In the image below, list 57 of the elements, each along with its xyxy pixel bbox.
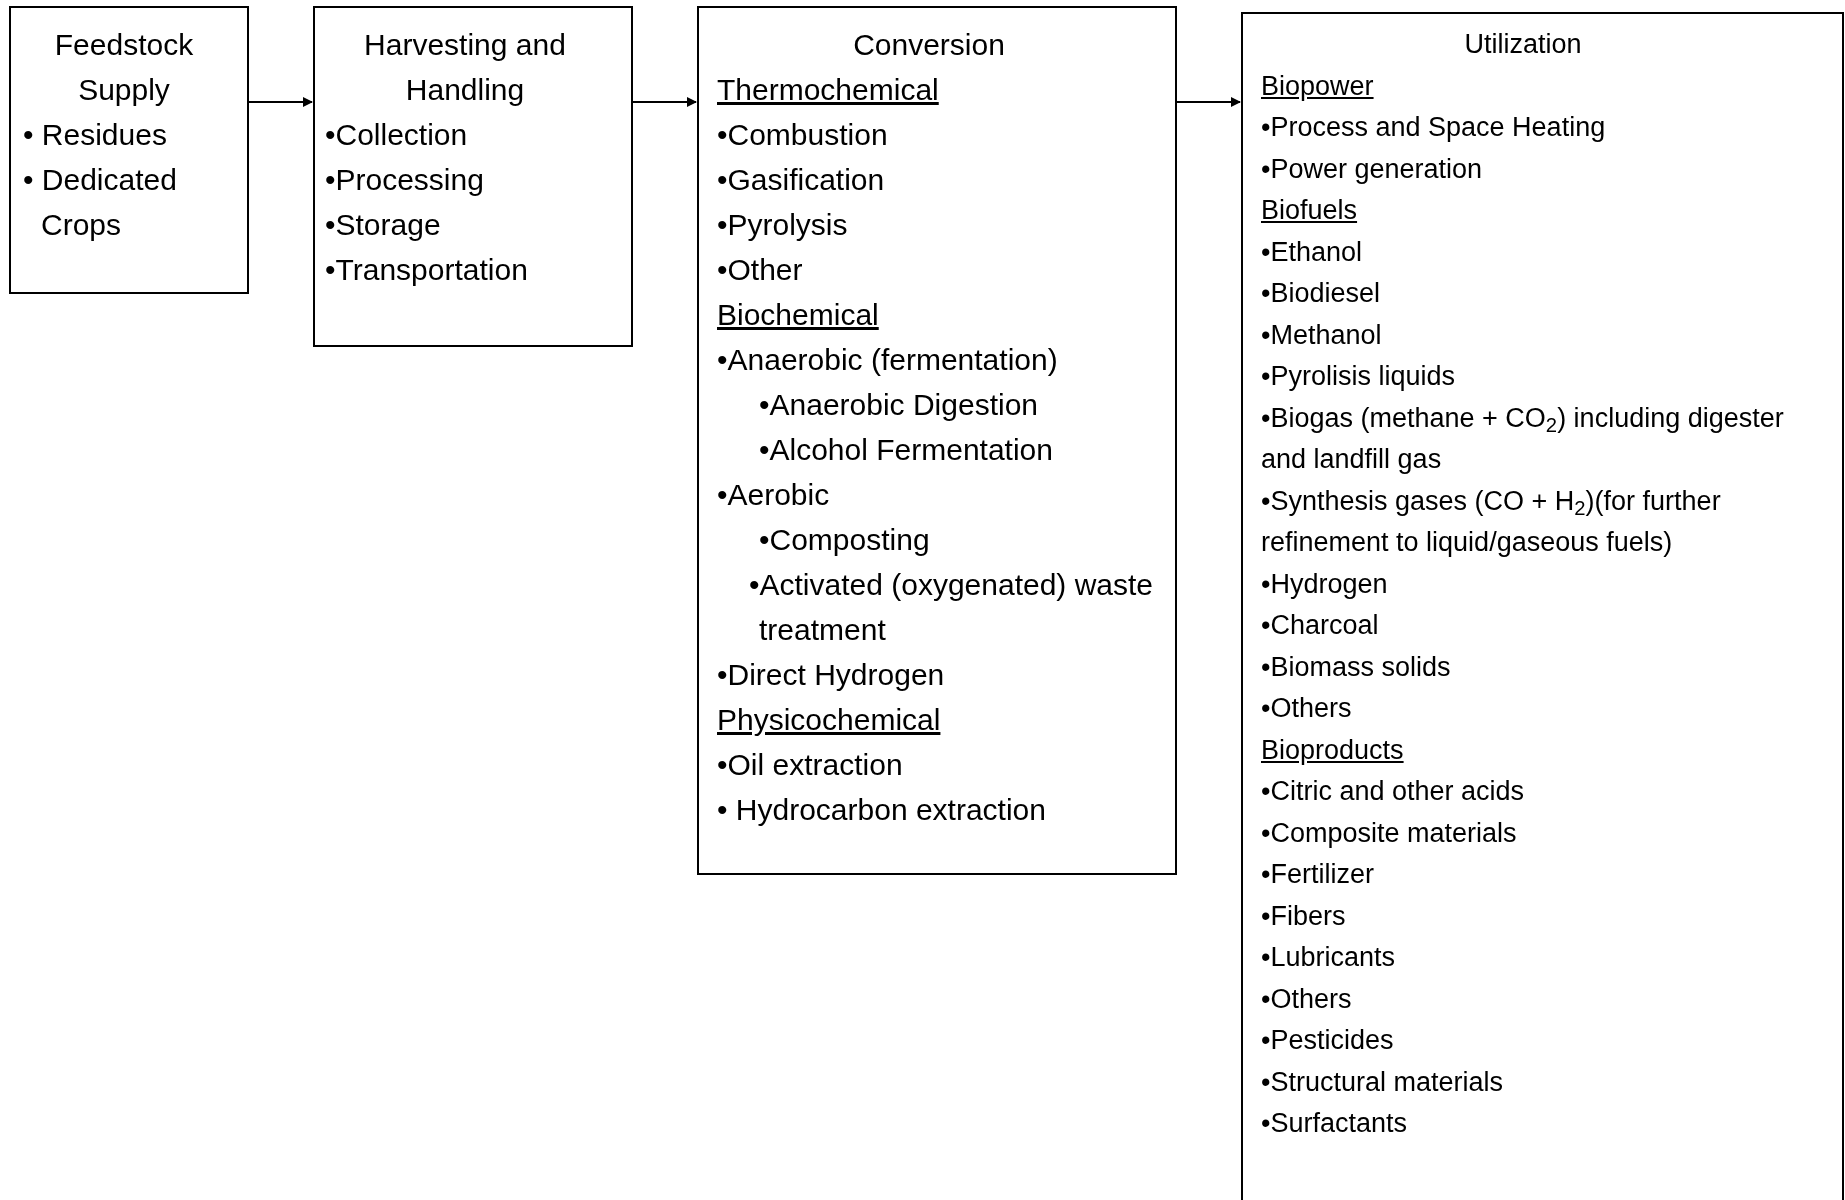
list-item: •Biodiesel xyxy=(1260,277,1382,310)
list-item: •Fibers xyxy=(1260,899,1347,933)
category-heading: Biochemical xyxy=(716,297,880,333)
process-box xyxy=(313,6,633,347)
list-item: •Lubricants xyxy=(1260,941,1397,974)
list-item: •Hydrogen xyxy=(1260,567,1389,601)
arrow xyxy=(1176,97,1241,107)
category-heading: Bioproducts xyxy=(1260,733,1405,767)
category-heading: Biopower xyxy=(1260,69,1375,103)
list-item: •Oil extraction xyxy=(716,747,904,783)
list-item: •Processing xyxy=(324,162,485,198)
box-title: Feedstock Supply xyxy=(53,27,195,108)
box-title: Utilization xyxy=(1463,28,1583,61)
list-item: •Pyrolysis xyxy=(716,207,849,243)
list-item: •Pyrolisis liquids xyxy=(1260,360,1456,393)
list-item: •Surfactants xyxy=(1260,1107,1409,1140)
list-item: •Direct Hydrogen xyxy=(716,657,946,693)
process-box xyxy=(697,6,1177,875)
list-item: •Anaerobic (fermentation) xyxy=(716,342,1059,378)
list-item: •Alcohol Fermentation xyxy=(758,432,1054,468)
process-box xyxy=(1241,12,1844,1200)
list-item: •Charcoal xyxy=(1260,609,1380,642)
box-title: Conversion xyxy=(852,27,1006,63)
list-item: •Biogas (methane + CO$_{2}$) including digester and landfill gas xyxy=(1260,401,1785,476)
list-item: •Composting xyxy=(758,522,931,558)
list-item: •Biomass solids xyxy=(1260,650,1452,684)
list-item: • Residues xyxy=(22,117,168,153)
list-item: •Synthesis gases (CO + H$_{2}$)(for further refinement to liquid/gaseous fuels) xyxy=(1260,484,1722,559)
box-title: Harvesting and Handling xyxy=(363,27,567,108)
list-item: •Anaerobic Digestion xyxy=(758,387,1039,423)
list-item: •Pesticides xyxy=(1260,1024,1395,1057)
list-item: •Gasification xyxy=(716,162,886,198)
category-heading: Thermochemical xyxy=(716,72,940,108)
category-heading: Physicochemical xyxy=(716,702,942,738)
list-item: •Storage xyxy=(324,207,442,243)
arrow xyxy=(248,97,313,107)
list-item: •Activated (oxygenated) waste treatment xyxy=(748,567,1155,648)
list-item: •Citric and other acids xyxy=(1260,775,1526,808)
list-item: •Composite materials xyxy=(1260,816,1518,850)
list-item: •Fertilizer xyxy=(1260,858,1375,891)
list-item: •Others xyxy=(1260,692,1353,725)
list-item: •Methanol xyxy=(1260,318,1383,352)
list-item: •Transportation xyxy=(324,252,529,288)
category-heading: Biofuels xyxy=(1260,194,1359,227)
list-item: • Hydrocarbon extraction xyxy=(716,792,1047,828)
list-item: •Others xyxy=(1260,982,1353,1016)
list-item: •Aerobic xyxy=(716,477,831,513)
list-item: •Collection xyxy=(324,117,469,153)
list-item: •Other xyxy=(716,252,804,288)
arrow xyxy=(632,97,697,107)
list-item: •Structural materials xyxy=(1260,1065,1505,1099)
list-item: • Dedicated Crops xyxy=(22,162,178,243)
list-item: •Power generation xyxy=(1260,152,1484,186)
list-item: •Ethanol xyxy=(1260,235,1364,269)
list-item: •Process and Space Heating xyxy=(1260,111,1607,144)
list-item: •Combustion xyxy=(716,117,889,153)
process-box xyxy=(9,6,249,294)
